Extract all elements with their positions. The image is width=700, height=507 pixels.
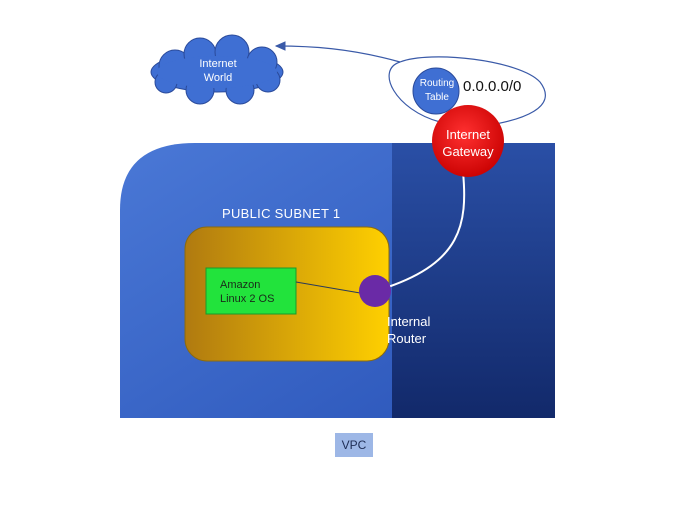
gateway-label-line1: Internet xyxy=(445,127,491,142)
internet-label-line1: Internet xyxy=(199,58,237,70)
instance-label: Amazon Linux 2 OS xyxy=(220,278,300,306)
router-label-line2: Router xyxy=(387,331,427,346)
cloud-fill xyxy=(157,56,277,88)
router-gateway-link xyxy=(387,171,466,288)
router-label-line1: Internal xyxy=(387,314,431,329)
internet-world-label: Internet World xyxy=(172,57,264,85)
router-zone xyxy=(392,143,555,418)
route-loop-path xyxy=(388,56,546,126)
instance-router-link xyxy=(295,281,367,295)
internet-label-line2: World xyxy=(203,72,233,84)
routing-table-node xyxy=(412,67,460,115)
instance-label-line1: Amazon xyxy=(220,279,261,291)
route-cidr-label: 0.0.0.0/0 xyxy=(463,78,522,95)
gateway-label-line2: Gateway xyxy=(442,144,494,159)
public-subnet-label: PUBLIC SUBNET 1 xyxy=(222,206,341,221)
internal-router-label: Internal Router xyxy=(387,313,457,347)
instance-label-line2: Linux 2 OS xyxy=(220,293,275,305)
internet-gateway-label: Internet Gateway xyxy=(432,126,504,160)
routing-label-line1: Routing xyxy=(419,78,455,89)
internet-arrow-path xyxy=(274,41,401,63)
vpc-label: VPC xyxy=(335,433,373,457)
routing-table-label: Routing Table xyxy=(412,77,462,105)
internet-gateway-node xyxy=(432,105,504,177)
instance-box xyxy=(205,267,297,315)
routing-label-line2: Table xyxy=(425,92,449,103)
internal-router-node xyxy=(359,275,391,307)
